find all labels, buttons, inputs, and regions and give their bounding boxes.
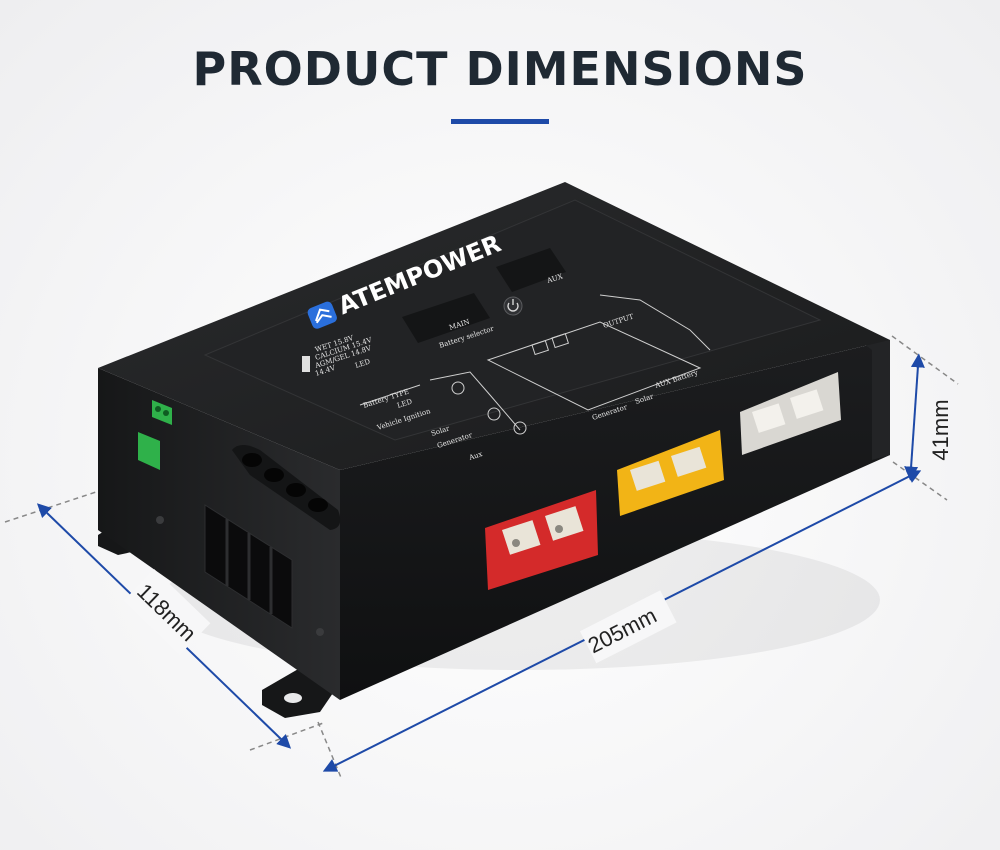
power-button[interactable] bbox=[503, 296, 523, 316]
grey-anderson-connector bbox=[740, 372, 841, 455]
height-label: 41mm bbox=[928, 399, 953, 460]
dimension-height: 41mm bbox=[891, 335, 959, 481]
aux-display bbox=[496, 248, 566, 292]
screw bbox=[156, 516, 164, 524]
main-display bbox=[402, 293, 490, 343]
power-icon bbox=[507, 302, 519, 312]
wiring-diagram bbox=[359, 294, 711, 435]
label-panel bbox=[203, 199, 822, 441]
right-end-cap bbox=[845, 330, 890, 460]
green-terminal-block bbox=[138, 400, 172, 470]
title-underline bbox=[451, 119, 549, 124]
screw bbox=[316, 628, 324, 636]
page-title: PRODUCT DIMENSIONS bbox=[192, 42, 808, 96]
